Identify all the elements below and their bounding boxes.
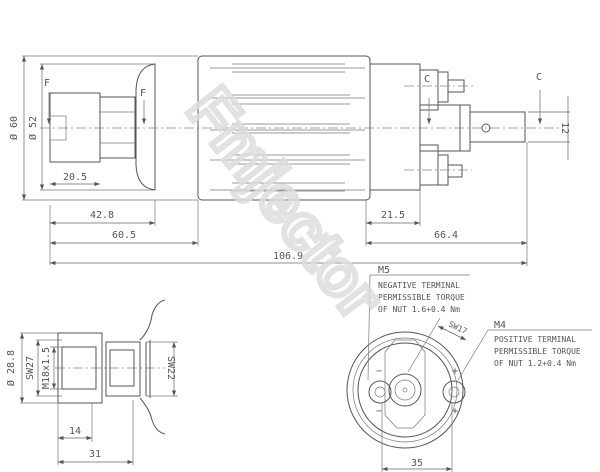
dim-nut-length: 20.5 <box>63 172 87 183</box>
positive-note-3: OF NUT 1.2+0.4 Nm <box>494 359 576 368</box>
inlet-nut <box>49 63 156 191</box>
positive-thread: M4 <box>494 320 506 331</box>
dim-end-cap-length: 21.5 <box>381 210 405 221</box>
fitting-view: Ø 28.8 SW27 M18x1.5 SW22 14 31 <box>5 299 178 465</box>
outlet-end <box>369 63 526 191</box>
positive-note-2: PERMISSIBLE TORQUE <box>494 347 581 356</box>
dim-depth: 14 <box>69 426 81 437</box>
dim-fitting-length: 31 <box>89 449 101 460</box>
plus-symbol-lower: + <box>452 406 458 417</box>
section-mark-f-left: F <box>44 78 50 89</box>
negative-note-2: PERMISSIBLE TORQUE <box>378 293 465 302</box>
dim-outlet-diameter: 12 <box>559 122 570 134</box>
dim-fitting-diameter: Ø 28.8 <box>5 350 17 386</box>
wrench-size: SW17 <box>447 320 468 336</box>
negative-terminal <box>368 380 392 404</box>
dim-terminal-spacing: 35 <box>411 458 423 469</box>
dim-outlet-length: 66.4 <box>434 230 458 241</box>
negative-note-1: NEGATIVE TERMINAL <box>378 281 460 290</box>
section-mark-c-right: C <box>536 72 542 83</box>
negative-note-3: OF NUT 1.6+0.4 Nm <box>378 305 460 314</box>
dim-wrench-large: SW27 <box>25 356 36 380</box>
negative-thread: M5 <box>378 265 390 276</box>
minus-symbol: − <box>376 366 382 377</box>
plus-symbol: + <box>452 366 458 377</box>
positive-terminal <box>442 380 466 404</box>
dim-wrench-small: SW22 <box>165 356 176 380</box>
section-mark-f-right: F <box>140 88 146 99</box>
dim-inlet-to-body: 60.5 <box>112 230 136 241</box>
side-view: F F C C Ø 60 Ø 52 12 20.5 42.8 60.5 106.… <box>8 55 570 266</box>
section-mark-c-left: C <box>424 74 430 85</box>
dim-outer-diameter: Ø 60 <box>8 116 20 140</box>
minus-symbol-lower: − <box>376 406 382 417</box>
watermark-logo: Fmjector <box>174 74 397 331</box>
dim-inner-diameter: Ø 52 <box>27 116 39 140</box>
positive-note-1: POSITIVE TERMINAL <box>494 335 576 344</box>
center-outlet <box>388 373 422 407</box>
dim-overall-length: 106.9 <box>273 251 303 262</box>
dim-inlet-length: 42.8 <box>90 210 114 221</box>
dim-thread: M18x1.5 <box>41 347 52 389</box>
